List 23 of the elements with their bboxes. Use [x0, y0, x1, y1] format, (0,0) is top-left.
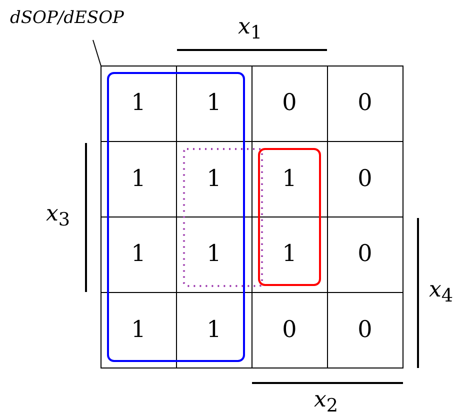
map-label: dSOP/dESOP	[10, 8, 124, 28]
leader-line	[92, 40, 102, 66]
cell-value: 1	[281, 240, 298, 269]
cell-value: 1	[206, 316, 222, 344]
cell-value: 1	[130, 89, 147, 118]
cell-value: 0	[281, 89, 298, 118]
cell-value: 0	[356, 240, 374, 269]
cell-value: 0	[281, 316, 298, 344]
cell-value: 1	[130, 316, 147, 344]
variable-label: x$_{4}$	[428, 277, 454, 307]
cell-value: 1	[206, 89, 222, 118]
cell-value: 1	[206, 164, 222, 194]
karnaugh-map-grid	[100, 66, 404, 368]
cell-value: 0	[356, 89, 374, 118]
cell-value: 0	[356, 316, 374, 344]
variable-label: x$_{1}$	[238, 14, 262, 44]
cell-value: 1	[281, 164, 298, 194]
cell-value: 0	[356, 164, 374, 194]
cell-value: 1	[206, 240, 222, 269]
variable-label: x$_{2}$	[314, 387, 338, 415]
cell-value: 1	[130, 240, 147, 269]
cell-value: 1	[130, 164, 147, 194]
variable-label: x$_{3}$	[46, 201, 70, 231]
